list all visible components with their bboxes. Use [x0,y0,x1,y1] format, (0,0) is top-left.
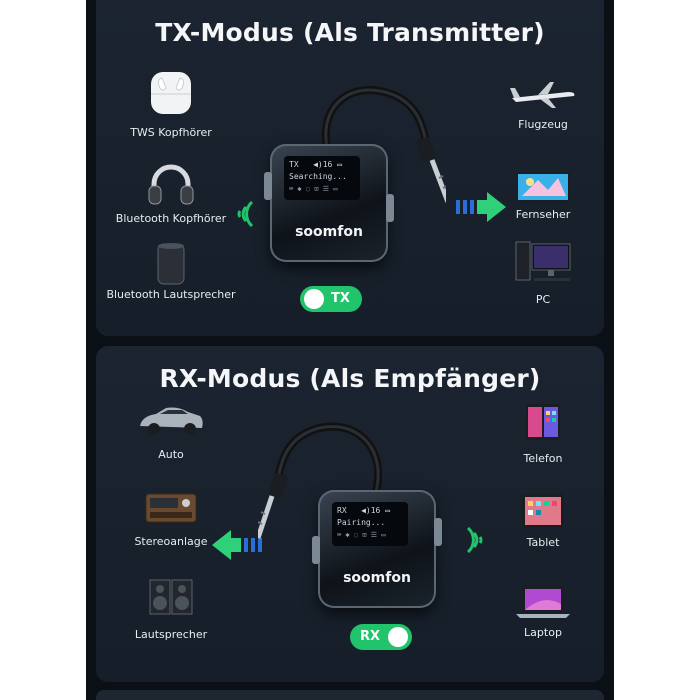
aux-cable [322,86,446,203]
car-device: Auto [136,402,206,462]
toggle-thumb [388,627,408,647]
rx-panel: RX-Modus (Als Empfänger) Auto Stereoanla… [96,346,604,682]
screen-volume: ◀)16 [361,506,381,515]
stereo-icon [145,493,197,523]
source-label: TWS Kopfhörer [130,126,212,139]
phone-icon [526,404,560,440]
side-button[interactable] [264,172,272,200]
laptop-device: Laptop [508,584,578,644]
bookshelf-speaker-device: Lautsprecher [135,576,207,641]
tablet-device: Tablet [508,492,578,552]
rx-title: RX-Modus (Als Empfänger) [159,364,541,393]
bt-speaker-device: Bluetooth Lautsprecher [106,240,236,310]
next-panel-edge [96,690,604,700]
source-label: Laptop [524,626,562,639]
tws-earbuds-device: TWS Kopfhörer [130,68,212,139]
screen-volume: ◀)16 [313,160,333,169]
tx-panel: TX-Modus (Als Transmitter) TWS Kopfhörer… [96,0,604,336]
phone-device: Telefon [508,402,578,465]
signal-wave-icon [237,200,254,228]
infographic: TX-Modus (Als Transmitter) TWS Kopfhörer… [86,0,614,700]
airplane-device: Flugzeug [508,78,578,138]
stereo-device: Stereoanlage [134,488,208,548]
output-label: Auto [158,448,184,461]
bookshelf-speaker-icon [149,579,193,615]
screen-mode: TX [289,160,299,169]
airplane-icon [510,82,575,108]
screen-status: Pairing... [337,518,386,527]
pc-icon [515,241,571,281]
tv-device: Fernseher [508,170,578,230]
toggle-thumb [304,289,324,309]
arrow-right-icon [456,192,506,222]
receiver-unit: RX ◀)16 ▭ Pairing... ⌨ ✱ ◌ ⊡ ☰ ▭ soomfon [312,490,442,608]
target-label: Fernseher [515,208,571,221]
tx-mode-toggle[interactable]: TX [300,286,362,312]
toggle-label: TX [331,291,350,306]
signal-wave-icon [466,526,483,554]
tx-title: TX-Modus (Als Transmitter) [155,18,545,47]
pc-device: PC [508,238,578,308]
screen-status: Searching... [289,172,347,181]
side-button[interactable] [434,518,442,546]
arrow-left-icon [212,530,262,560]
side-knob[interactable] [312,536,320,564]
screen-mode: RX [337,506,347,515]
source-label: Telefon [523,452,563,465]
speaker-icon [157,243,185,285]
brand-logo: soomfon [295,224,363,240]
output-label: Lautsprecher [134,628,208,641]
headphones-icon [148,164,194,205]
laptop-icon [516,586,570,618]
earbuds-icon [151,72,191,114]
side-knob[interactable] [386,194,394,222]
toggle-label: RX [360,629,381,644]
car-icon [140,407,203,435]
brand-logo: soomfon [343,570,411,586]
source-label: Tablet [526,536,560,549]
aux-cable [258,422,383,539]
transmitter-unit: TX ◀)16 ▭ Searching... ⌨ ✱ ◌ ⊡ ☰ ▭ soomf… [264,144,394,262]
source-label: Bluetooth Lautsprecher [106,288,236,301]
target-label: PC [535,293,551,306]
rx-mode-toggle[interactable]: RX [350,624,412,650]
tv-icon [516,172,570,202]
source-label: Bluetooth Kopfhörer [115,212,227,225]
device-screen: TX ◀)16 ▭ Searching... ⌨ ✱ ◌ ⊡ ☰ ▭ [284,156,360,200]
tablet-icon [522,494,564,528]
bt-headphones-device: Bluetooth Kopfhörer [116,160,226,230]
output-label: Stereoanlage [134,535,208,548]
target-label: Flugzeug [518,118,568,131]
device-screen: RX ◀)16 ▭ Pairing... ⌨ ✱ ◌ ⊡ ☰ ▭ [332,502,408,546]
